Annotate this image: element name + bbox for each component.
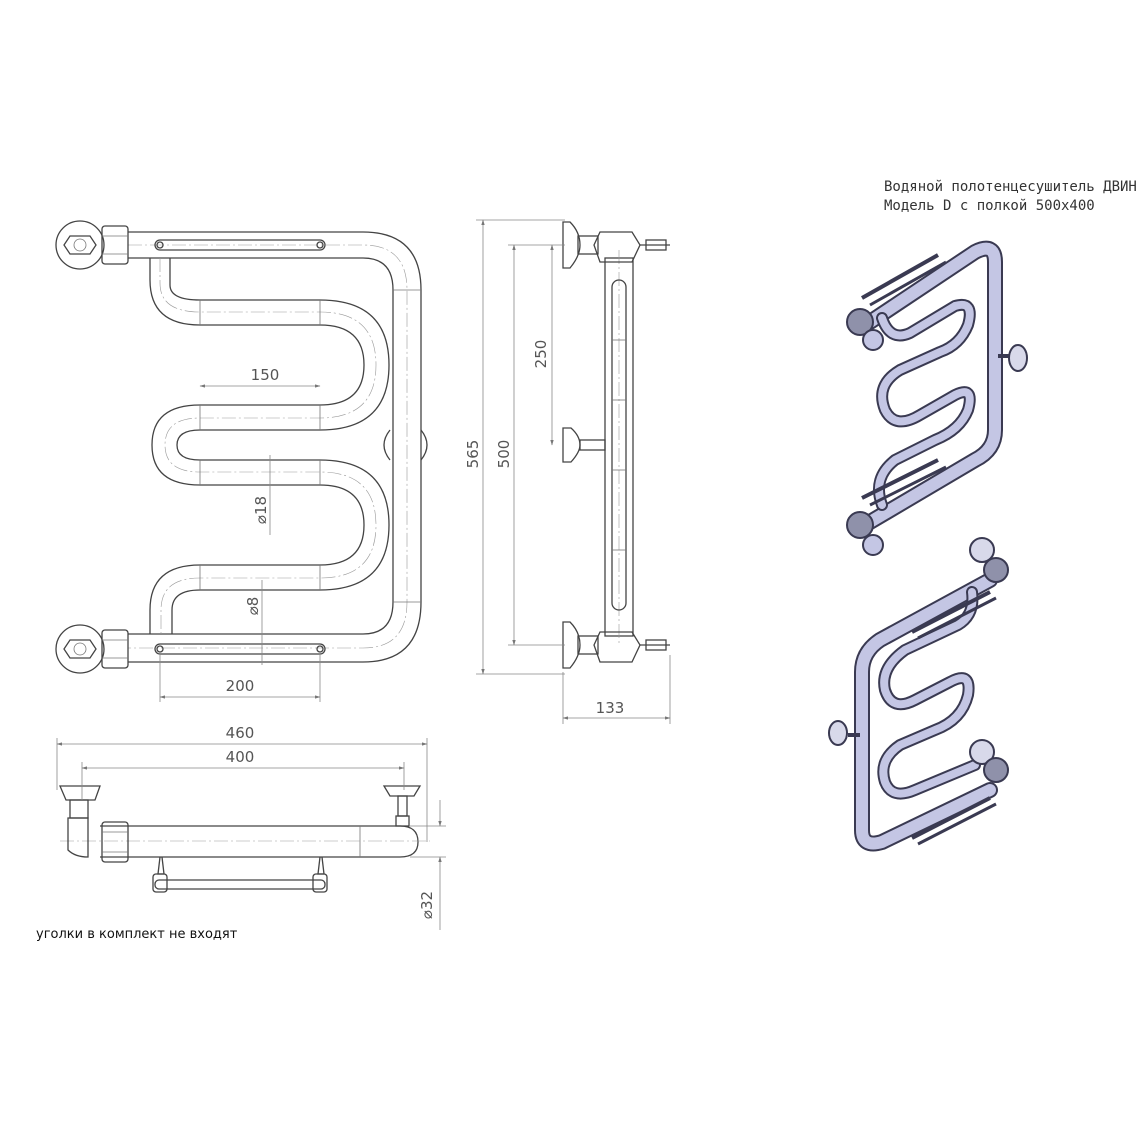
top-view: 460 400 ⌀32 [56,724,446,930]
dim-133: 133 [596,699,625,717]
render-view-1 [846,240,1028,556]
dim-d8: ⌀8 [244,597,262,616]
side-view: 565 500 250 133 [464,219,671,724]
dim-500: 500 [495,440,513,469]
dim-565: 565 [464,440,482,469]
front-view: 150 ⌀18 ⌀8 200 [55,220,428,702]
render-view-2 [828,537,1009,852]
dim-150: 150 [251,366,280,384]
dim-460: 460 [226,724,255,742]
dim-d32: ⌀32 [418,891,436,919]
dim-200: 200 [226,677,255,695]
dim-250: 250 [532,340,550,369]
dim-400: 400 [226,748,255,766]
title-line-2: Модель D с полкой 500х400 [884,198,1095,214]
title-line-1: Водяной полотенцесушитель ДВИН [884,179,1136,195]
dim-d18: ⌀18 [252,496,270,524]
footnote: уголки в комплект не входят [36,927,238,942]
